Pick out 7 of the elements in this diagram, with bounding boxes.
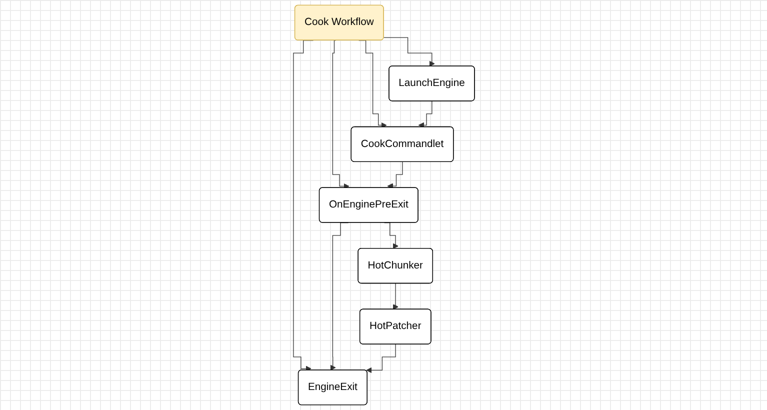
arrow [332, 40, 349, 190]
arrow [392, 283, 398, 310]
arrow [418, 100, 432, 128]
arrow [386, 162, 402, 189]
arrow [383, 37, 434, 67]
arrow [366, 344, 396, 374]
arrow [292, 40, 314, 372]
